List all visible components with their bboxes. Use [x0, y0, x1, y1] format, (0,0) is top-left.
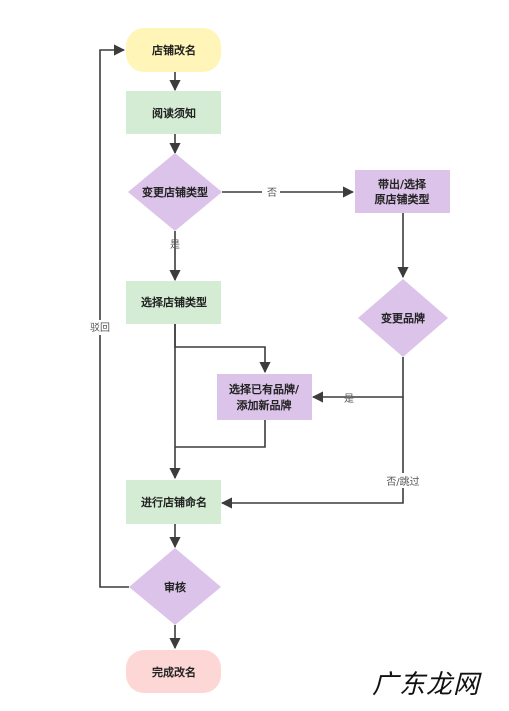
edges: [99, 44, 409, 650]
edge-label-yes: 是: [170, 239, 180, 251]
edge-type-to-brand-select: [174, 324, 271, 374]
edge-label-no: 否: [267, 187, 277, 199]
node-select-type: 选择店铺类型: [126, 281, 221, 324]
decision-change-type-label: 变更店铺类型: [142, 185, 208, 199]
decision-change-brand: 变更品牌: [358, 279, 448, 357]
node-select-brand: 选择已有品牌/ 添加新品牌: [217, 374, 312, 420]
watermark-text: 广东龙网: [372, 670, 481, 700]
edge-brand-no-skip: [220, 397, 404, 509]
edge-brandselect-to-naming: [175, 420, 266, 448]
node-select-type-label: 选择店铺类型: [141, 295, 207, 309]
edge-label-no-skip: 否/跳过: [386, 475, 419, 488]
node-read-notice-label: 阅读须知: [152, 106, 196, 120]
node-select-brand-line1: 选择已有品牌/: [229, 382, 300, 396]
edge-label-yes-brand: 是: [344, 393, 354, 405]
node-read-notice: 阅读须知: [126, 91, 221, 134]
node-done-label: 完成改名: [152, 665, 196, 679]
node-start: 店铺改名: [126, 28, 221, 72]
node-naming-label: 进行店铺命名: [141, 495, 207, 509]
node-select-brand-line2: 添加新品牌: [237, 398, 292, 412]
edge-label-reject: 驳回: [90, 322, 110, 334]
decision-review: 审核: [129, 548, 221, 625]
node-bring-out-line2: 原店铺类型: [375, 192, 430, 206]
node-bring-out: 带出/选择 原店铺类型: [355, 170, 450, 213]
edge-review-reject: [99, 44, 129, 588]
node-start-label: 店铺改名: [152, 43, 196, 57]
node-done: 完成改名: [126, 650, 221, 693]
decision-change-type: 变更店铺类型: [128, 153, 222, 231]
decision-review-label: 审核: [164, 580, 186, 594]
decision-change-brand-label: 变更品牌: [381, 311, 425, 325]
node-naming: 进行店铺命名: [126, 480, 221, 524]
edge-brand-yes: [311, 357, 404, 403]
node-bring-out-line1: 带出/选择: [378, 177, 427, 191]
